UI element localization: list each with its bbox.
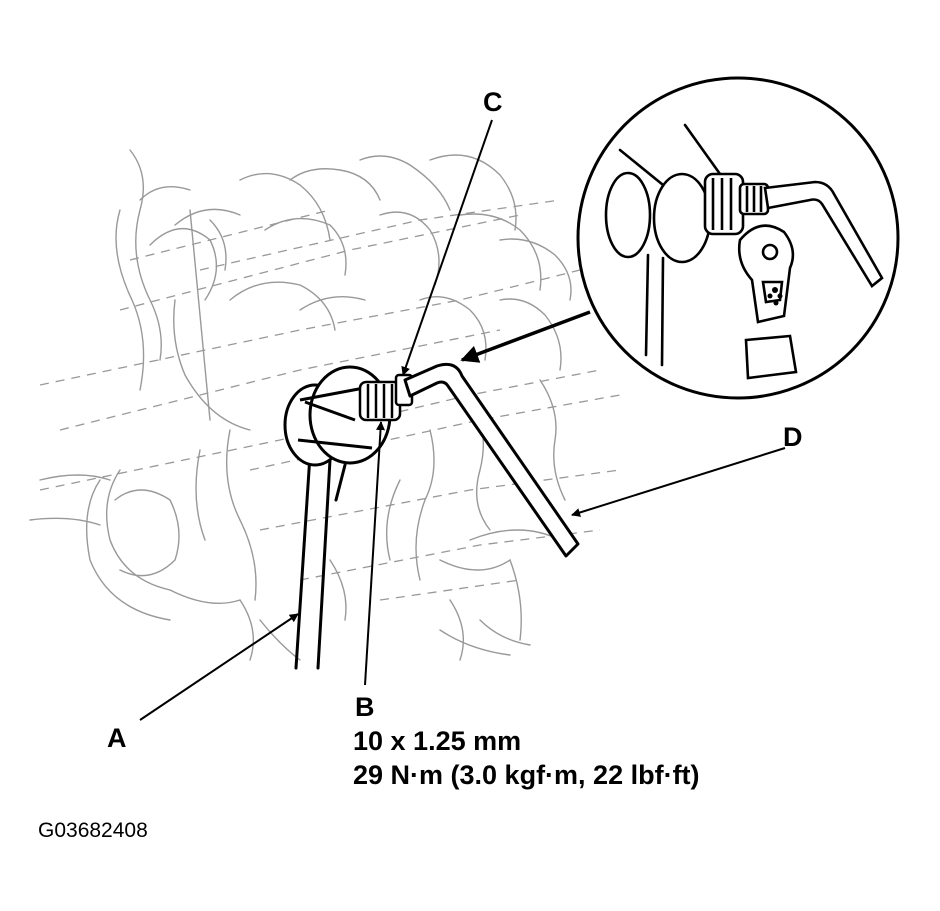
leader-line-b bbox=[364, 421, 385, 686]
leader-line-d bbox=[571, 447, 786, 517]
bolt-B bbox=[358, 380, 402, 422]
linkage-rod bbox=[294, 453, 347, 670]
leader-line-c bbox=[401, 119, 493, 376]
callout-c-label: C bbox=[483, 87, 503, 117]
inset-pointer-arrow bbox=[460, 310, 591, 363]
figure-id: G03682408 bbox=[38, 819, 148, 842]
hex-wrench-D bbox=[403, 362, 580, 558]
engine-background-linework bbox=[29, 149, 572, 661]
callout-a-label: A bbox=[107, 723, 127, 753]
leader-lines bbox=[139, 119, 786, 721]
bolt-thread-spec: 10 x 1.25 mm bbox=[353, 726, 522, 756]
bolt-torque-spec: 29 N·m (3.0 kgf·m, 22 lbf·ft) bbox=[353, 760, 700, 790]
leader-line-a bbox=[139, 613, 299, 721]
detail-inset bbox=[576, 76, 900, 400]
callout-d-label: D bbox=[783, 422, 803, 452]
inset-torque-wrench-markings bbox=[767, 287, 783, 306]
callout-b-label: B bbox=[355, 692, 375, 722]
